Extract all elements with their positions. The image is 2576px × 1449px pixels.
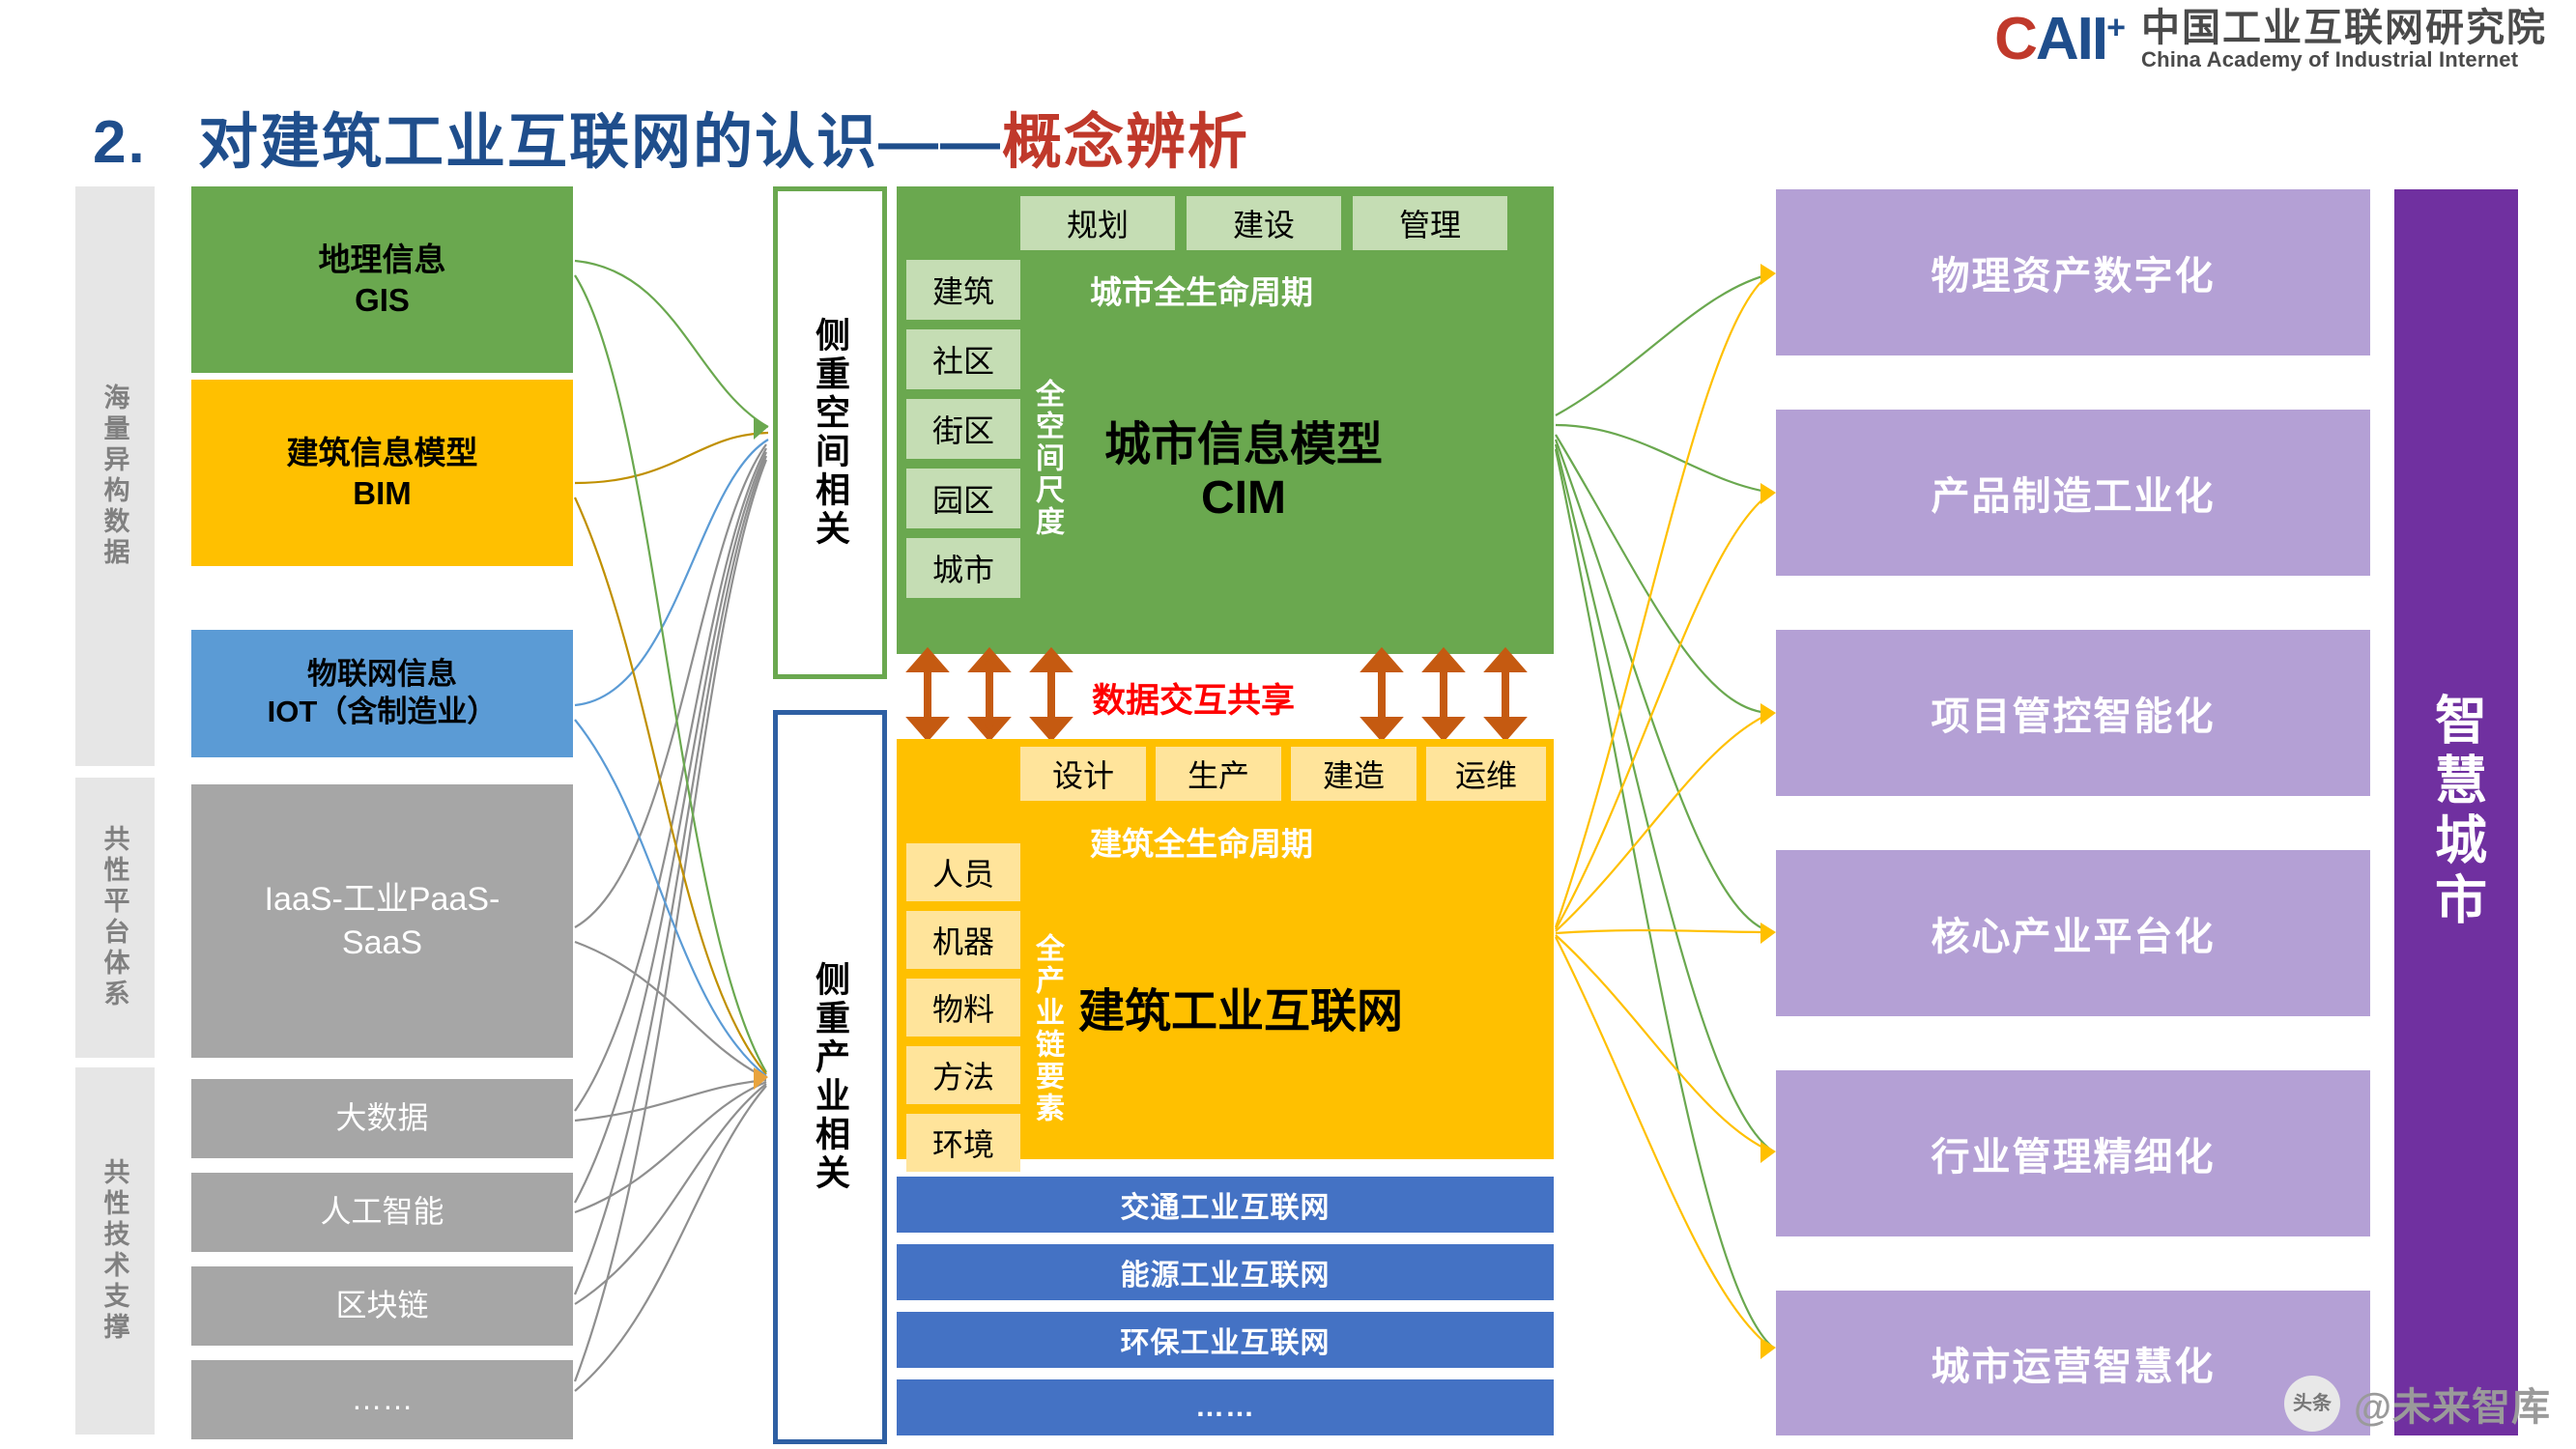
left-box-line1: 大数据	[335, 1100, 429, 1136]
bottom-bar-more[interactable]: ……	[897, 1379, 1554, 1435]
smart-city-label: 智慧城市	[2426, 693, 2485, 932]
rail-common-technology: 共性技术支撑	[75, 1067, 155, 1435]
rail-label: 海量异构数据	[100, 384, 129, 569]
cim-scale-chip[interactable]: 建筑	[906, 260, 1020, 320]
left-box-line1: IaaS-工业PaaS-	[264, 881, 501, 919]
left-box-gis[interactable]: 地理信息 GIS	[191, 186, 573, 373]
cim-title-cn: 城市信息模型	[1104, 419, 1384, 470]
page-title-main: 对建筑工业互联网的认识——	[197, 109, 1002, 176]
left-box-line2: BIM	[353, 474, 412, 511]
rail-label: 共性平台体系	[100, 825, 129, 1010]
rail-label: 共性技术支撑	[100, 1158, 129, 1344]
watermark-text: @未来智库	[2353, 1386, 2551, 1429]
logo-wordmark: 中国工业互联网研究院 China Academy of Industrial I…	[2141, 8, 2547, 71]
logo-letters-aii: AII	[2035, 5, 2108, 72]
page-title-sub: 概念辨析	[1001, 109, 1249, 176]
aii-phase-chip[interactable]: 运维	[1426, 747, 1546, 801]
cim-phase-chip[interactable]: 建设	[1187, 196, 1341, 250]
outcome-box-industry-management-refinement[interactable]: 行业管理精细化	[1776, 1070, 2370, 1236]
smart-city-column[interactable]: 智慧城市	[2394, 189, 2518, 1435]
logo-letter-c: C	[1994, 5, 2038, 72]
cim-scale-chip[interactable]: 社区	[906, 329, 1020, 389]
outcome-box-product-manufacturing-industrialization[interactable]: 产品制造工业化	[1776, 410, 2370, 576]
aii-phase-chip[interactable]: 设计	[1020, 747, 1146, 801]
cim-title-en: CIM	[1201, 472, 1286, 525]
organization-logo: CAII+ 中国工业互联网研究院 China Academy of Indust…	[1994, 8, 2547, 71]
aii-element-chip[interactable]: 物料	[906, 979, 1020, 1037]
page-title-number: 2.	[93, 109, 147, 176]
cim-scale-axis-label: 全空间尺度	[1031, 378, 1063, 538]
cim-scale-chip[interactable]: 街区	[906, 399, 1020, 459]
left-box-big-data[interactable]: 大数据	[191, 1079, 573, 1158]
aii-phase-chip[interactable]: 建造	[1291, 747, 1417, 801]
left-box-ai[interactable]: 人工智能	[191, 1173, 573, 1252]
left-box-line1: 地理信息	[318, 242, 446, 278]
cim-scale-chip[interactable]: 园区	[906, 469, 1020, 528]
left-box-line1: 区块链	[335, 1288, 429, 1323]
bottom-bar-transport[interactable]: 交通工业互联网	[897, 1177, 1554, 1233]
logo-name-en: China Academy of Industrial Internet	[2141, 47, 2519, 71]
page-title: 2. 对建筑工业互联网的认识——概念辨析	[93, 93, 1249, 180]
aii-lifecycle-label: 建筑全生命周期	[1090, 826, 1313, 862]
logo-mark: CAII+	[1994, 8, 2126, 70]
cim-phase-chip[interactable]: 规划	[1020, 196, 1175, 250]
aii-element-chip[interactable]: 机器	[906, 911, 1020, 969]
left-box-line2: SaaS	[341, 923, 423, 961]
data-exchange-caption: 数据交互共享	[1092, 682, 1296, 720]
aii-panel: 设计 生产 建造 运维 人员 机器 物料 方法 环境 全产业链要素 建筑全生命周…	[897, 739, 1554, 1172]
cim-panel: 规划 建设 管理 建筑 社区 街区 园区 城市 全空间尺度 城市全生命周期 城市…	[897, 186, 1554, 654]
left-box-line2: IOT（含制造业）	[267, 695, 498, 728]
outcome-box-physical-asset-digitization[interactable]: 物理资产数字化	[1776, 189, 2370, 355]
vtab-space-oriented[interactable]: 侧重空间相关	[773, 186, 887, 679]
aii-element-chip[interactable]: 方法	[906, 1046, 1020, 1104]
bottom-bar-environment[interactable]: 环保工业互联网	[897, 1312, 1554, 1368]
aii-element-axis-label: 全产业链要素	[1031, 933, 1063, 1124]
left-box-blockchain[interactable]: 区块链	[191, 1266, 573, 1346]
left-box-line1: 物联网信息	[307, 657, 457, 692]
vtab-label: 侧重产业相关	[811, 961, 850, 1193]
left-box-line2: GIS	[355, 281, 410, 318]
logo-name-cn: 中国工业互联网研究院	[2141, 7, 2547, 49]
aii-title: 建筑工业互联网	[1078, 985, 1403, 1038]
cim-scale-chip[interactable]: 城市	[906, 538, 1020, 598]
aii-title-cn: 建筑工业互联网	[1078, 986, 1404, 1037]
left-box-line1: 人工智能	[320, 1194, 444, 1230]
rail-massive-data: 海量异构数据	[75, 186, 155, 766]
left-box-line1: 建筑信息模型	[286, 435, 478, 471]
vtab-industry-oriented[interactable]: 侧重产业相关	[773, 710, 887, 1444]
left-box-iot[interactable]: 物联网信息 IOT（含制造业）	[191, 630, 573, 757]
rail-common-platform: 共性平台体系	[75, 778, 155, 1058]
vtab-label: 侧重空间相关	[811, 317, 850, 549]
left-box-iaas-paas-saas[interactable]: IaaS-工业PaaS- SaaS	[191, 784, 573, 1058]
cim-title: 城市信息模型 CIM	[1104, 418, 1383, 525]
left-box-line1: ……	[351, 1381, 414, 1417]
watermark: 头条 @未来智库	[2283, 1376, 2551, 1432]
outcome-box-project-control-intelligence[interactable]: 项目管控智能化	[1776, 630, 2370, 796]
left-box-more[interactable]: ……	[191, 1360, 573, 1439]
logo-plus-icon: +	[2106, 8, 2126, 45]
cim-scale-axis: 全空间尺度	[1026, 318, 1067, 598]
outcome-box-core-industry-platformization[interactable]: 核心产业平台化	[1776, 850, 2370, 1016]
bottom-bar-energy[interactable]: 能源工业互联网	[897, 1244, 1554, 1300]
aii-phase-chip[interactable]: 生产	[1156, 747, 1281, 801]
aii-element-axis: 全产业链要素	[1026, 884, 1067, 1174]
left-box-bim[interactable]: 建筑信息模型 BIM	[191, 380, 573, 566]
aii-element-chip[interactable]: 环境	[906, 1114, 1020, 1172]
aii-element-chip[interactable]: 人员	[906, 843, 1020, 901]
cim-phase-chip[interactable]: 管理	[1353, 196, 1507, 250]
cim-lifecycle-label: 城市全生命周期	[1090, 274, 1313, 310]
watermark-badge: 头条	[2283, 1376, 2340, 1432]
outcome-box-city-operation-smartization[interactable]: 城市运营智慧化	[1776, 1291, 2370, 1435]
